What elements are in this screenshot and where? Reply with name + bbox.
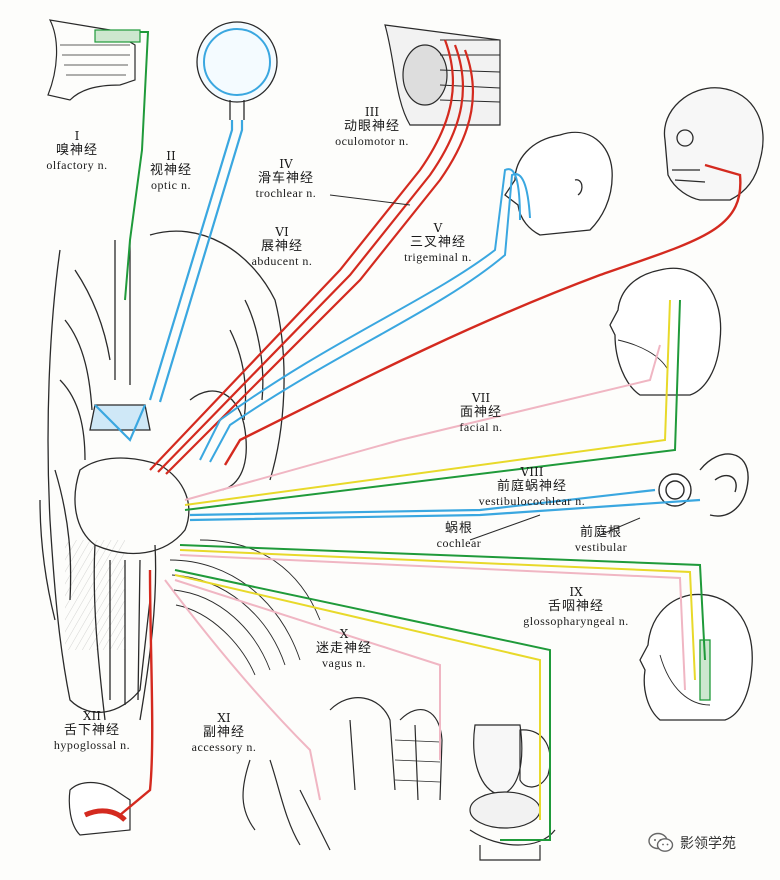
facial-zh: 面神经 [459, 404, 502, 420]
trigeminal-numeral: V [433, 221, 443, 235]
facial-nerve-pink [184, 344, 661, 501]
accessory-zh: 副神经 [202, 724, 245, 740]
vestibulocochlear-zh: 前庭蜗神经 [496, 478, 567, 494]
eye-illustration [196, 21, 278, 120]
glossopharyngeal-yellow [179, 549, 696, 681]
vestibular-zh: 前庭根 [579, 525, 622, 540]
label-trigeminal: V 三叉神经 trigeminal n. [388, 221, 488, 265]
trochlear-zh: 滑车神经 [257, 170, 314, 186]
accessory-nerve-path [164, 579, 321, 801]
glossopharyngeal-green [179, 544, 706, 661]
facial-nerve-green [184, 299, 681, 511]
abducent-en: abducent n. [251, 253, 313, 268]
oculomotor-numeral: III [364, 105, 380, 119]
organs-illustration [469, 724, 556, 861]
trigeminal-nerve-path [199, 168, 531, 463]
brainstem-shading [65, 540, 125, 650]
eye-motor-nerves-path [149, 39, 474, 475]
facial-en: facial n. [459, 419, 503, 434]
inner-ear-illustration [658, 453, 749, 517]
facial-numeral: VII [471, 391, 491, 405]
glossopharyngeal-en: glossopharyngeal n. [523, 613, 629, 628]
cochlear-zh: 蜗根 [444, 521, 473, 536]
vagus-green [174, 569, 551, 841]
label-glossopharyngeal: IX 舌咽神经 glossopharyngeal n. [512, 585, 640, 629]
vestibulocochlear-en: vestibulocochlear n. [478, 493, 586, 508]
neck-accessory-illustration [242, 759, 331, 851]
glossopharyngeal-zh: 舌咽神经 [547, 598, 604, 614]
label-trochlear: IV 滑车神经 trochlear n. [238, 157, 334, 201]
olfactory-zh: 嗅神经 [55, 142, 98, 158]
cochlear-leader-line [469, 514, 541, 541]
hypoglossal-zh: 舌下神经 [63, 722, 120, 738]
olfactory-numeral: I [74, 129, 80, 143]
label-oculomotor: III 动眼神经 oculomotor n. [318, 105, 426, 149]
head-profile-glossopharyngeal [639, 593, 753, 721]
glossopharyngeal-pink [179, 554, 686, 691]
vagus-en: vagus n. [322, 655, 366, 670]
vestibulocochlear-nerve-path [189, 488, 701, 522]
skull-illustration [663, 87, 764, 201]
trochlear-en: trochlear n. [255, 185, 317, 200]
vestibular-leader-line [599, 517, 641, 536]
vagus-yellow [174, 574, 541, 820]
label-vestibular: 前庭根 vestibular [566, 525, 636, 555]
hypoglossal-en: hypoglossal n. [53, 737, 131, 752]
label-accessory: XI 副神经 accessory n. [184, 711, 264, 755]
label-vagus: X 迷走神经 vagus n. [306, 627, 382, 671]
olfactory-nerve-path [124, 31, 150, 301]
optic-en: optic n. [151, 177, 191, 192]
wechat-icon [648, 832, 674, 852]
head-profile-facial [609, 267, 722, 396]
hypoglossal-nerve-path [119, 569, 154, 816]
optic-zh: 视神经 [149, 162, 192, 178]
trochlear-leader-line [329, 194, 411, 206]
trochlear-numeral: IV [279, 157, 293, 171]
oculomotor-zh: 动眼神经 [343, 118, 400, 134]
neck-larynx-illustration [329, 697, 443, 801]
label-abducent: VI 展神经 abducent n. [236, 225, 328, 269]
accessory-en: accessory n. [191, 739, 257, 754]
label-olfactory: I 嗅神经 olfactory n. [42, 129, 112, 173]
label-optic: II 视神经 optic n. [138, 149, 204, 193]
vestibular-en: vestibular [574, 539, 628, 554]
vagus-pink [174, 579, 441, 760]
label-facial: VII 面神经 facial n. [446, 391, 516, 435]
olfactory-en: olfactory n. [46, 157, 108, 172]
vagus-numeral: X [339, 627, 349, 641]
facial-nerve-yellow [184, 299, 671, 506]
trigeminal-zh: 三叉神经 [409, 234, 466, 250]
abducent-zh: 展神经 [260, 238, 303, 254]
watermark-text: 影领学苑 [680, 836, 736, 852]
nose-illustration [47, 19, 141, 101]
label-cochlear: 蜗根 cochlear [426, 521, 492, 551]
optic-numeral: II [166, 149, 176, 163]
abducent-numeral: VI [275, 225, 289, 239]
hypoglossal-numeral: XII [82, 709, 102, 723]
oculomotor-en: oculomotor n. [335, 133, 409, 148]
cochlear-en: cochlear [436, 535, 482, 550]
label-hypoglossal: XII 舌下神经 hypoglossal n. [42, 709, 142, 753]
facial-motor-nerve-path [223, 163, 742, 466]
watermark: 影领学苑 [648, 832, 736, 854]
trigeminal-en: trigeminal n. [404, 249, 472, 264]
glossopharyngeal-numeral: IX [569, 585, 583, 599]
accessory-numeral: XI [217, 711, 231, 725]
label-vestibulocochlear: VIII 前庭蜗神经 vestibulocochlear n. [466, 465, 598, 509]
head-profile-trigeminal [504, 131, 613, 236]
optic-nerve-path [94, 120, 244, 442]
mouth-illustration [68, 781, 131, 836]
vestibulocochlear-numeral: VIII [520, 465, 544, 479]
vagus-zh: 迷走神经 [315, 640, 372, 656]
